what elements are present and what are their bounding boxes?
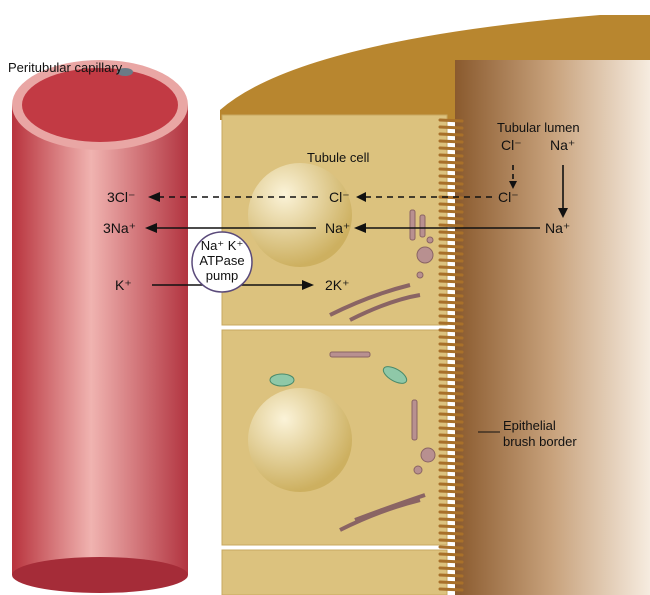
microvillus xyxy=(438,307,464,312)
microvillus xyxy=(438,468,464,473)
microvillus xyxy=(438,237,464,242)
microvillus xyxy=(438,335,464,340)
microvillus xyxy=(438,573,464,578)
microvillus xyxy=(438,391,464,396)
blood-cl: 3Cl⁻ xyxy=(107,189,135,205)
lumen-na-top: Na⁺ xyxy=(550,137,575,153)
microvillus xyxy=(438,174,464,179)
pump-label-2: ATPase xyxy=(199,253,244,268)
microvillus xyxy=(438,153,464,158)
microvillus xyxy=(438,447,464,452)
microvillus xyxy=(438,349,464,354)
mitochondrion xyxy=(269,373,295,387)
lumen-label: Tubular lumen xyxy=(497,120,580,135)
microvillus xyxy=(438,342,464,347)
microvillus xyxy=(438,356,464,361)
peritubular-capillary xyxy=(12,60,188,593)
microvillus xyxy=(438,461,464,466)
brush-border xyxy=(438,118,464,592)
microvillus xyxy=(438,181,464,186)
microvillus xyxy=(438,279,464,284)
blood-k: K⁺ xyxy=(115,277,132,293)
microvillus xyxy=(438,419,464,424)
brush-border-label-1: Epithelial xyxy=(503,418,556,433)
microvillus xyxy=(438,293,464,298)
microvillus xyxy=(438,489,464,494)
microvillus xyxy=(438,482,464,487)
microvillus xyxy=(438,272,464,277)
microvillus xyxy=(438,545,464,550)
microvillus xyxy=(438,300,464,305)
cell-label: Tubule cell xyxy=(307,150,369,165)
microvillus xyxy=(438,475,464,480)
microvillus xyxy=(438,538,464,543)
microvillus xyxy=(438,244,464,249)
microvillus xyxy=(438,440,464,445)
cell-cl: Cl⁻ xyxy=(329,189,350,205)
microvillus xyxy=(438,286,464,291)
microvillus xyxy=(438,580,464,585)
microvillus xyxy=(438,363,464,368)
microvillus xyxy=(438,258,464,263)
na-k-atpase-pump xyxy=(191,231,253,293)
lumen-cl: Cl⁻ xyxy=(498,189,519,205)
microvillus xyxy=(438,132,464,137)
microvillus xyxy=(438,230,464,235)
mitochondrion xyxy=(382,366,408,384)
brush-border-label-2: brush border xyxy=(503,434,577,449)
microvillus xyxy=(438,524,464,529)
microvillus xyxy=(438,167,464,172)
tubular-lumen xyxy=(455,60,650,595)
microvillus xyxy=(438,510,464,515)
cell-k: 2K⁺ xyxy=(325,277,350,293)
blood-na: 3Na⁺ xyxy=(103,220,136,236)
microvillus xyxy=(438,188,464,193)
microvillus xyxy=(438,377,464,382)
microvillus xyxy=(438,118,464,123)
microvillus xyxy=(438,454,464,459)
microvillus xyxy=(438,566,464,571)
pump-label-1: Na⁺ K⁺ xyxy=(201,238,244,253)
microvillus xyxy=(438,503,464,508)
microvillus xyxy=(438,314,464,319)
microvillus xyxy=(438,328,464,333)
microvillus xyxy=(438,517,464,522)
microvillus xyxy=(438,559,464,564)
microvillus xyxy=(438,433,464,438)
pump-label-3: pump xyxy=(206,268,239,283)
capillary-label: Peritubular capillary xyxy=(8,60,123,75)
microvillus xyxy=(438,321,464,326)
lumen-cl-top: Cl⁻ xyxy=(501,137,522,153)
cell-na: Na⁺ xyxy=(325,220,350,236)
microvillus xyxy=(438,202,464,207)
organelles xyxy=(329,209,436,532)
microvillus xyxy=(438,125,464,130)
lumen-na: Na⁺ xyxy=(545,220,570,236)
microvillus xyxy=(438,426,464,431)
microvillus xyxy=(438,531,464,536)
microvillus xyxy=(438,412,464,417)
microvillus xyxy=(438,405,464,410)
microvillus xyxy=(438,139,464,144)
microvillus xyxy=(438,223,464,228)
microvillus xyxy=(438,384,464,389)
microvillus xyxy=(438,398,464,403)
microvillus xyxy=(438,552,464,557)
microvillus xyxy=(438,496,464,501)
microvillus xyxy=(438,209,464,214)
microvillus xyxy=(438,146,464,151)
nucleus xyxy=(248,388,352,492)
microvillus xyxy=(438,587,464,592)
microvillus xyxy=(438,216,464,221)
microvillus xyxy=(438,251,464,256)
microvillus xyxy=(438,160,464,165)
microvillus xyxy=(438,370,464,375)
nucleus xyxy=(248,163,352,267)
microvillus xyxy=(438,265,464,270)
